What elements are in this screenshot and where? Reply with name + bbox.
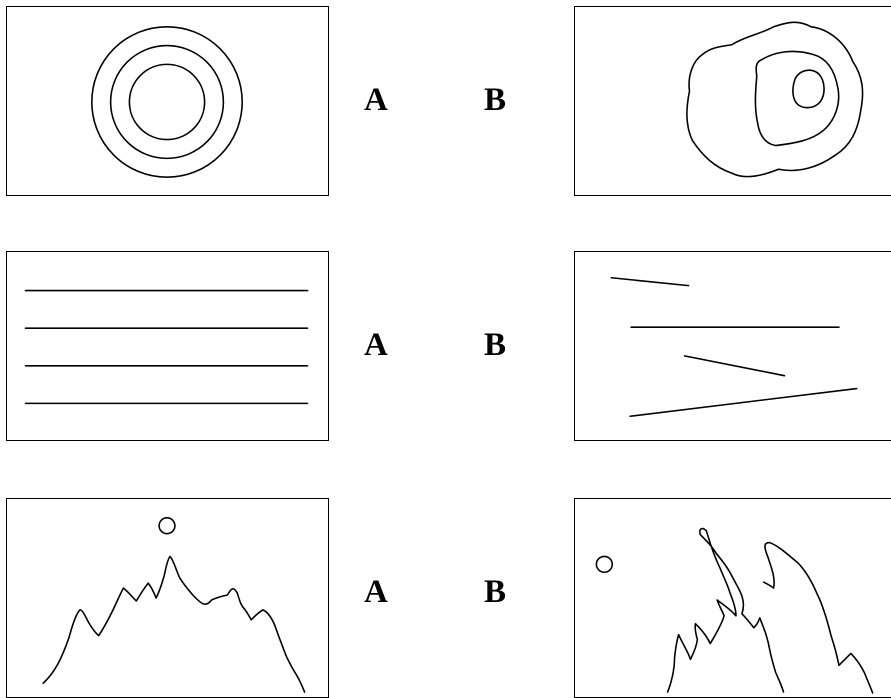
panel-row1-a-concentric-circles [6,6,329,196]
sun-circle [158,517,176,535]
panel-row2-a-parallel-lines [6,251,329,441]
mountain-range-drawing [42,517,306,693]
row3-label-a: A [364,574,388,610]
row3-label-b: B [484,574,507,610]
panel-row1-b-irregular-contours [574,6,891,196]
row2-label-a: A [364,327,388,363]
random-lines-drawing [610,276,858,418]
row1-label-a: A [364,82,388,118]
flame-shapes-drawing [595,527,874,694]
row2-label-b: B [484,327,507,363]
panel-row3-b-flame-shapes [574,498,891,698]
irregular-contours-drawing [686,21,864,178]
panel-row2-b-random-lines [574,251,891,441]
concentric-circles-drawing [91,25,243,178]
row1-label-b: B [484,82,507,118]
parallel-lines-drawing [24,289,309,405]
panel-row3-a-mountain-range [6,498,329,698]
sun-circle [595,555,614,574]
